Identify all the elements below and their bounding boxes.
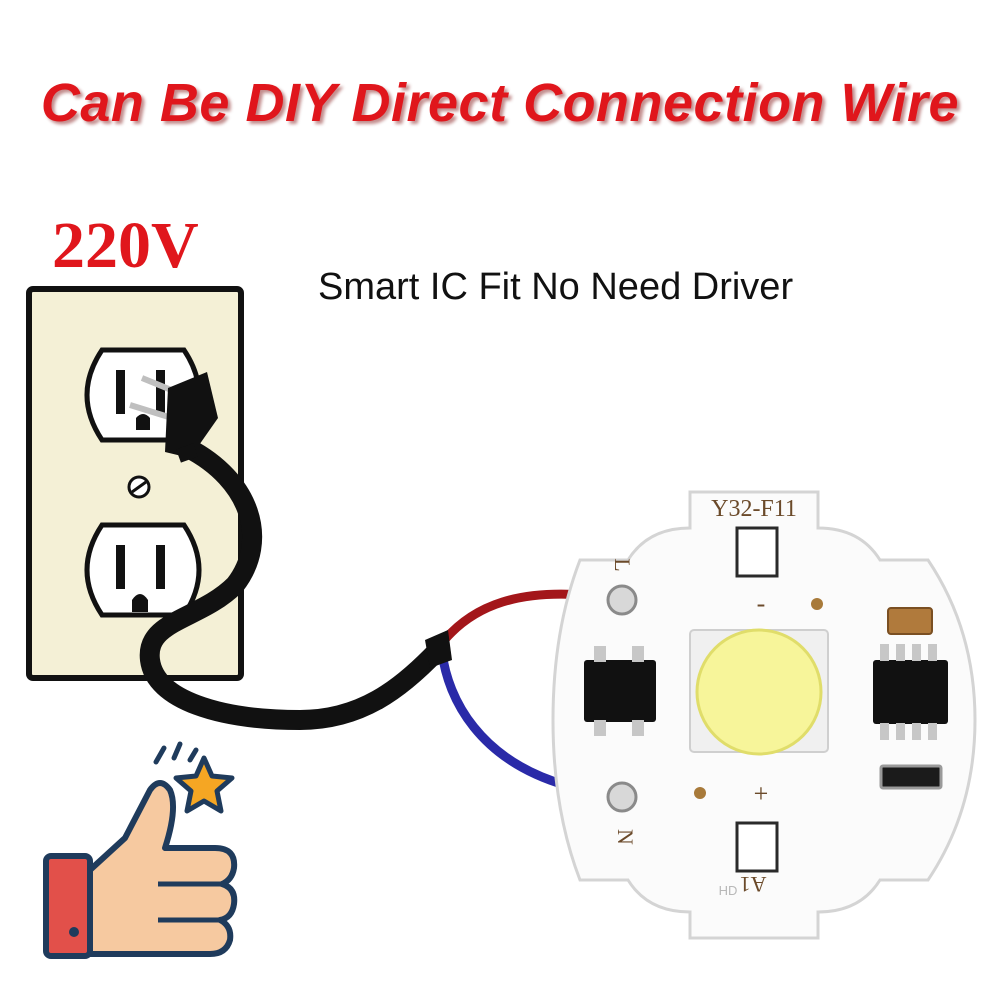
polarity-plus-label: + [754,779,769,808]
power-cable [139,438,448,731]
headline: Can Be DIY Direct Connection Wire [40,73,960,133]
star-icon [173,755,235,814]
neutral-wire [437,647,570,790]
subline: Smart IC Fit No Need Driver [318,266,794,308]
terminal-n-label: N [613,829,638,845]
corner-mark-label: A1 [740,872,767,897]
plug-icon [129,372,218,463]
voltage-label: 220V [52,209,199,282]
terminal-l-label: L [610,558,635,571]
small-mark-label: HD [719,883,738,898]
thumbs-up-icon [43,741,238,959]
board-model-label: Y32-F11 [711,496,797,522]
polarity-minus-label: - [757,589,766,618]
wall-outlet-icon [26,286,244,681]
led-chip-icon: Y32-F11 L N - + A1 HD [551,490,977,940]
